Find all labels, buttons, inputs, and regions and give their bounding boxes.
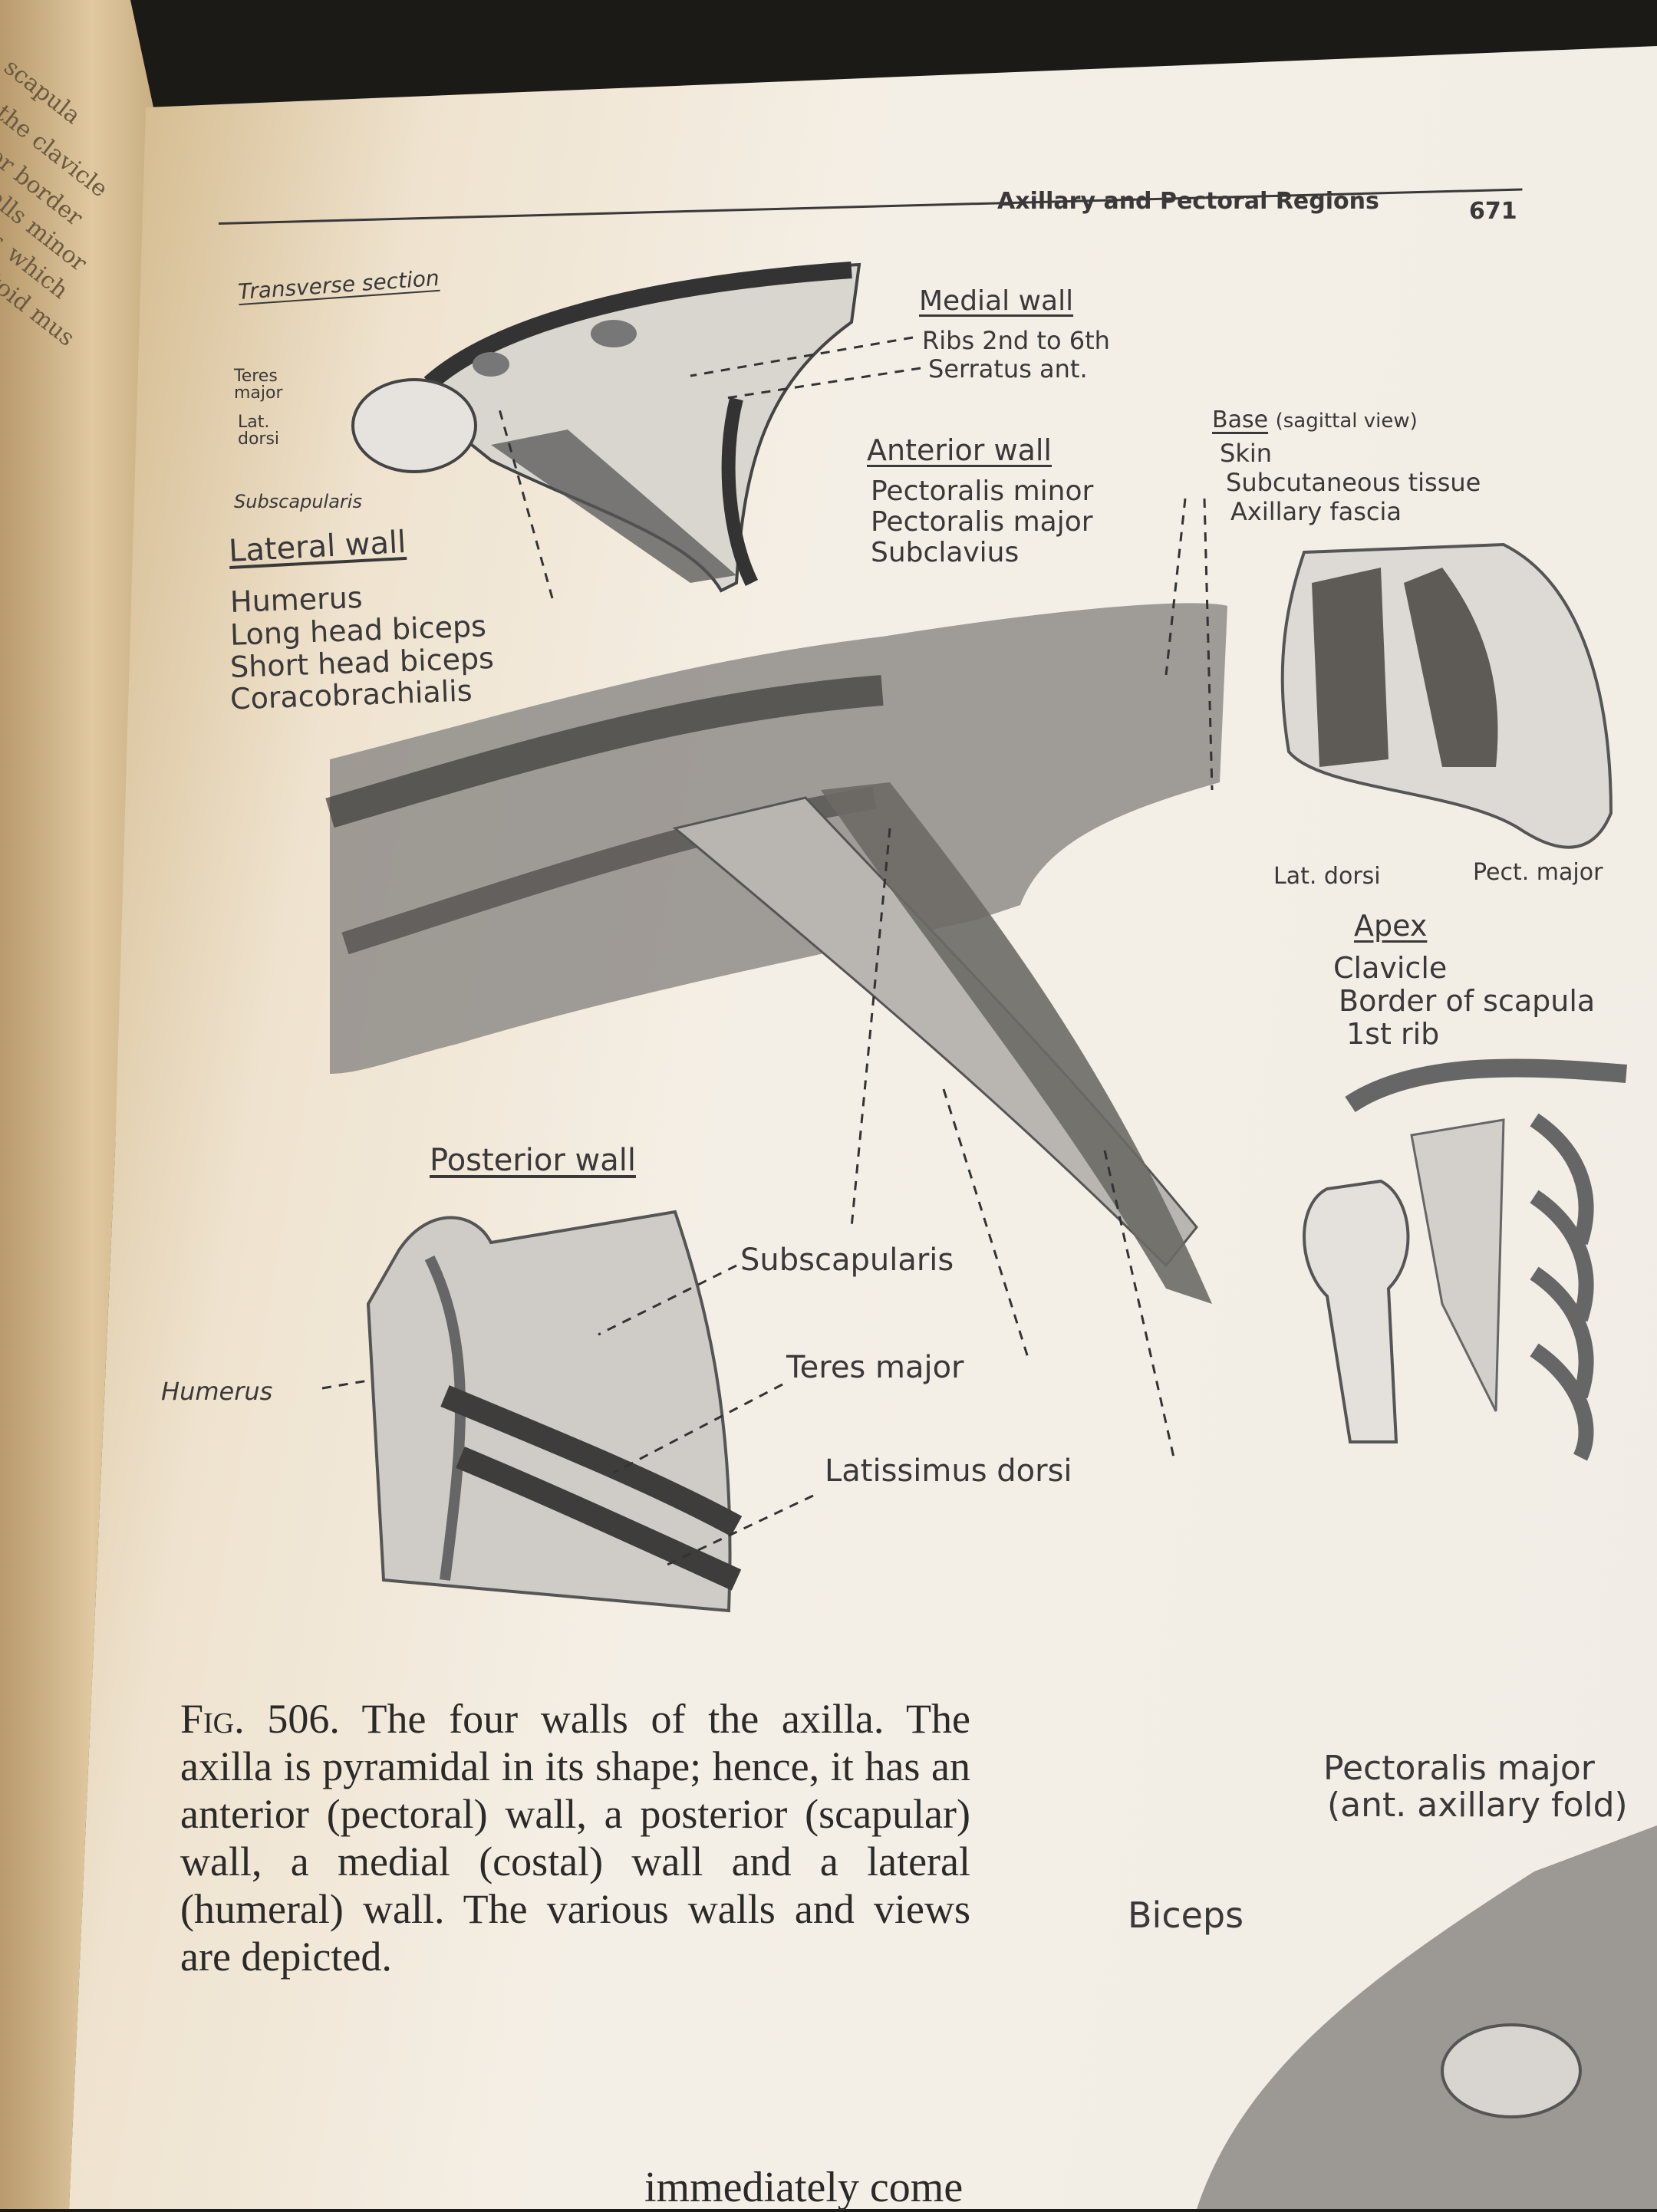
biceps-label: Biceps [1128,1894,1244,1936]
pectoralis-major-label: Pectoralis major [1323,1749,1595,1788]
anterior-wall-item: Pectoralis minor [871,476,1094,507]
base-note: (sagittal view) [1275,410,1418,433]
sagittal-view-drawing [1280,542,1613,849]
lower-pectoral-drawing [1197,1825,1657,2209]
apex-item: 1st rib [1346,1017,1440,1051]
lateral-wall-item: Humerus [229,581,364,619]
lat-dorsi-label: Lat. dorsi [238,413,280,449]
posterior-humerus-label: Humerus [161,1377,273,1406]
apex-item: Clavicle [1333,951,1448,985]
apex-skeleton-drawing [1303,1058,1627,1461]
sagittal-pect-major-label: Pect. major [1473,859,1603,886]
medial-wall-title: Medial wall [919,285,1074,317]
ant-axillary-fold-label: (ant. axillary fold) [1327,1786,1628,1825]
transverse-section-drawing [351,262,861,593]
medial-wall-item: Ribs 2nd to 6th [922,326,1110,355]
figure-number: Fig. 506. [180,1696,340,1742]
base-heading: Base (sagittal view) [1212,407,1418,433]
posterior-wall-title: Posterior wall [430,1143,636,1178]
medial-wall-item: Serratus ant. [928,354,1088,383]
anterior-wall-title: Anterior wall [867,433,1052,467]
arm-muscles-drawing [325,603,1227,1304]
figure-caption-text: The four walls of the axilla. The axilla… [180,1696,970,1980]
base-item: Subcutaneous tissue [1226,468,1481,497]
teres-major-label: Teres major [234,367,283,403]
posterior-wall-drawing [366,1210,743,1613]
base-title: Base [1212,407,1269,433]
page-number: 671 [1469,198,1517,225]
leader-lines [321,336,1214,1566]
sagittal-lat-dorsi-label: Lat. dorsi [1273,863,1381,890]
base-item: Axillary fascia [1230,497,1402,526]
anterior-wall-item: Subclavius [871,537,1020,568]
base-item: Skin [1220,439,1273,468]
body-text-fragment: immediately come [644,2164,964,2211]
posterior-subscapularis-label: Subscapularis [740,1243,954,1278]
subscapularis-section-label: Subscapularis [234,491,362,512]
posterior-teres-major-label: Teres major [786,1350,964,1385]
figure-caption: Fig. 506. The four walls of the axilla. … [180,1695,970,1980]
apex-item: Border of scapula [1339,984,1596,1018]
posterior-latissimus-label: Latissimus dorsi [825,1453,1072,1489]
apex-title: Apex [1354,909,1428,943]
anterior-wall-item: Pectoralis major [871,506,1093,538]
